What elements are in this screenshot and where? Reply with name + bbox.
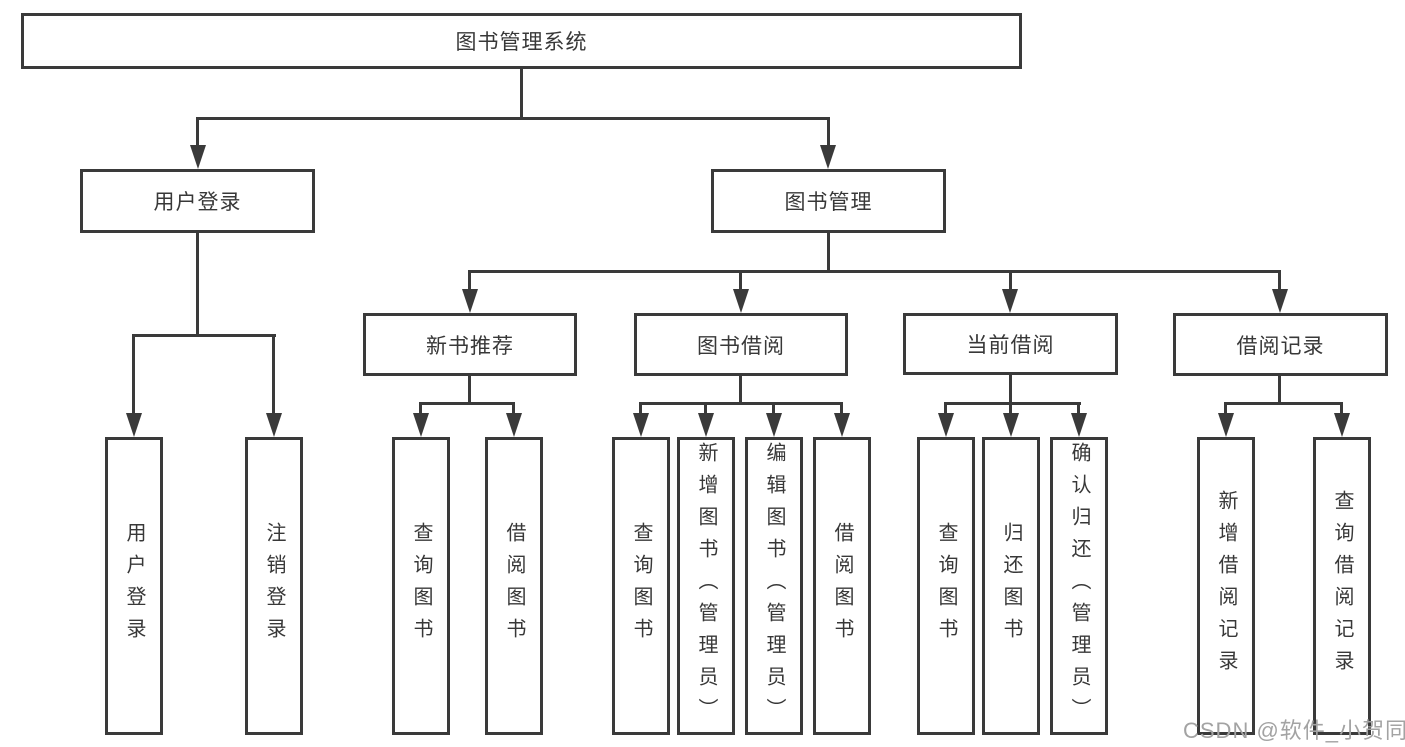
arrow-down-icon: [506, 413, 522, 437]
node-label: 用户登录: [123, 522, 145, 650]
csdn-watermark: CSDN @软件_小贺同学: [1183, 718, 1405, 743]
arrow-down-icon: [820, 145, 836, 169]
arrow-down-icon: [1002, 289, 1018, 313]
node-label: 新增图书（管理员）: [695, 442, 717, 730]
leaf-return-book: 归还图书: [982, 437, 1040, 735]
node-book-management: 图书管理: [711, 169, 946, 233]
node-current-borrow: 当前借阅: [903, 313, 1118, 375]
arrow-down-icon: [413, 413, 429, 437]
leaf-add-book-admin: 新增图书（管理员）: [677, 437, 735, 735]
connector-line: [132, 334, 276, 337]
arrow-down-icon: [766, 413, 782, 437]
connector-line: [1278, 374, 1281, 405]
node-library-system: 图书管理系统: [21, 13, 1022, 69]
connector-line: [468, 270, 471, 307]
node-label: 编辑图书（管理员）: [763, 442, 785, 730]
node-borrow-records: 借阅记录: [1173, 313, 1388, 376]
arrow-down-icon: [1003, 413, 1019, 437]
arrow-down-icon: [190, 145, 206, 169]
arrow-down-icon: [938, 413, 954, 437]
node-label: 新增借阅记录: [1215, 490, 1237, 682]
leaf-user-login: 用户登录: [105, 437, 163, 735]
leaf-confirm-return-admin: 确认归还（管理员）: [1050, 437, 1108, 735]
node-label: 图书管理系统: [455, 31, 588, 54]
leaf-logout-login: 注销登录: [245, 437, 303, 735]
arrow-down-icon: [1272, 289, 1288, 313]
node-label: 当前借阅: [966, 334, 1055, 357]
arrow-down-icon: [266, 413, 282, 437]
arrow-down-icon: [834, 413, 850, 437]
node-label: 归还图书: [1000, 522, 1022, 650]
leaf-query-book-recommend: 查询图书: [392, 437, 450, 735]
node-label: 图书管理: [784, 191, 873, 214]
connector-line: [468, 374, 471, 405]
arrow-down-icon: [1334, 413, 1350, 437]
leaf-borrow-book-recommend: 借阅图书: [485, 437, 543, 735]
node-label: 注销登录: [263, 522, 285, 650]
leaf-add-borrow-record: 新增借阅记录: [1197, 437, 1255, 735]
connector-line: [419, 402, 515, 405]
leaf-borrow-book-borrow: 借阅图书: [813, 437, 871, 735]
arrow-down-icon: [126, 413, 142, 437]
node-label: 图书借阅: [697, 334, 785, 358]
connector-line: [132, 334, 135, 431]
node-label: 借阅图书: [503, 522, 525, 650]
connector-line: [827, 117, 830, 163]
node-label: 借阅图书: [831, 522, 853, 650]
node-label: 借阅记录: [1236, 334, 1325, 358]
arrow-down-icon: [1071, 413, 1087, 437]
node-label: 新书推荐: [426, 334, 514, 358]
node-label: 查询图书: [935, 522, 957, 650]
node-label: 查询图书: [630, 522, 652, 650]
leaf-query-borrow-record: 查询借阅记录: [1313, 437, 1371, 735]
node-book-borrow: 图书借阅: [634, 313, 848, 376]
leaf-query-book-borrow: 查询图书: [612, 437, 670, 735]
arrow-down-icon: [462, 289, 478, 313]
connector-line: [739, 270, 742, 307]
connector-line: [196, 233, 199, 337]
connector-line: [639, 402, 843, 405]
arrow-down-icon: [633, 413, 649, 437]
node-label: 用户登录: [153, 191, 242, 214]
node-label: 查询图书: [410, 522, 432, 650]
arrow-down-icon: [733, 289, 749, 313]
connector-line: [944, 402, 1081, 405]
connector-line: [468, 270, 1281, 273]
leaf-edit-book-admin: 编辑图书（管理员）: [745, 437, 803, 735]
connector-line: [827, 233, 830, 273]
node-user-login: 用户登录: [80, 169, 315, 233]
arrow-down-icon: [1218, 413, 1234, 437]
node-new-book-recommend: 新书推荐: [363, 313, 577, 376]
connector-line: [520, 69, 523, 119]
connector-line: [1224, 402, 1343, 405]
arrow-down-icon: [698, 413, 714, 437]
connector-line: [272, 334, 275, 431]
connector-line: [196, 117, 199, 163]
connector-line: [1009, 270, 1012, 307]
connector-line: [1278, 270, 1281, 307]
connector-line: [739, 374, 742, 405]
leaf-query-book-current: 查询图书: [917, 437, 975, 735]
connector-line: [196, 117, 830, 120]
connector-line: [1009, 373, 1012, 405]
node-label: 确认归还（管理员）: [1068, 442, 1090, 730]
node-label: 查询借阅记录: [1331, 490, 1353, 682]
